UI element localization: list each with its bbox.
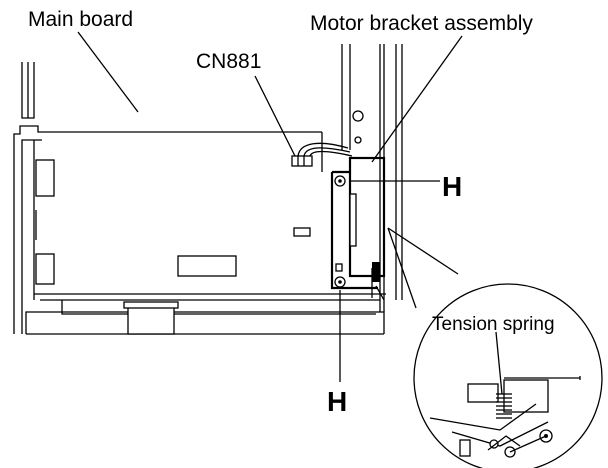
leader-cn881 [255, 76, 296, 158]
board-small-part [294, 228, 310, 236]
leader-motor-bracket [372, 36, 462, 162]
leader-main-board [78, 32, 138, 112]
main-board-frame [14, 62, 386, 334]
label-motor-bracket-assembly: Motor bracket assembly [310, 12, 533, 35]
tension-spring-inset [414, 284, 602, 468]
label-screw-h-bottom: H [327, 386, 347, 417]
board-chip [178, 256, 236, 276]
screw-bottom [335, 277, 345, 287]
spring-coil [496, 394, 512, 418]
callout-lines [388, 228, 458, 308]
label-cn881: CN881 [196, 50, 261, 73]
label-tension-spring: Tension spring [432, 314, 555, 335]
screw-top [335, 176, 345, 186]
label-screw-h-top: H [442, 171, 462, 202]
label-main-board: Main board [28, 8, 133, 31]
